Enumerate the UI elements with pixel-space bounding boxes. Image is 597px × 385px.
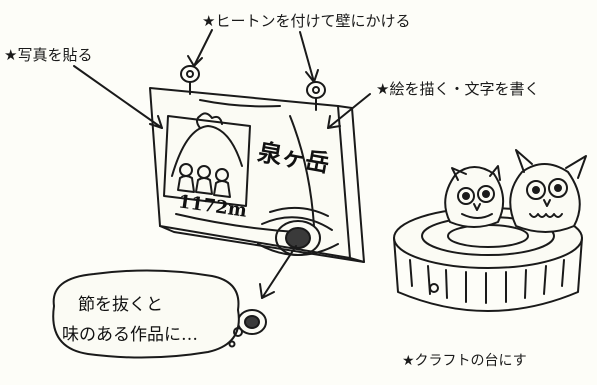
bubble-line-2: 味のある作品に… <box>62 325 198 345</box>
speech-bubble-shape <box>52 269 243 359</box>
owl-right-illustration <box>509 149 587 233</box>
label-hang-with-screw-eye: ★ヒートンを付けて壁にかける <box>202 12 411 30</box>
bubble-line-1: 節を抜くと <box>78 295 163 315</box>
screw-eye-left-icon <box>180 65 200 95</box>
arrow-to-knot-piece-icon <box>259 245 297 299</box>
photo-frame-illustration <box>163 112 251 207</box>
screw-eye-right-icon <box>306 81 326 111</box>
arrow-to-text-icon <box>327 93 371 129</box>
label-attach-photo: ★写真を貼る <box>4 46 93 64</box>
label-craft-stand: ★クラフトの台にす <box>402 353 527 369</box>
owl-left-illustration <box>444 165 505 228</box>
arrow-to-screw-right-icon <box>299 31 319 83</box>
label-draw-and-write: ★絵を描く・文字を書く <box>376 80 540 98</box>
arrow-to-screw-left-icon <box>187 29 213 67</box>
knot-hole-illustration <box>257 206 339 256</box>
arrow-to-photo-icon <box>73 65 163 129</box>
